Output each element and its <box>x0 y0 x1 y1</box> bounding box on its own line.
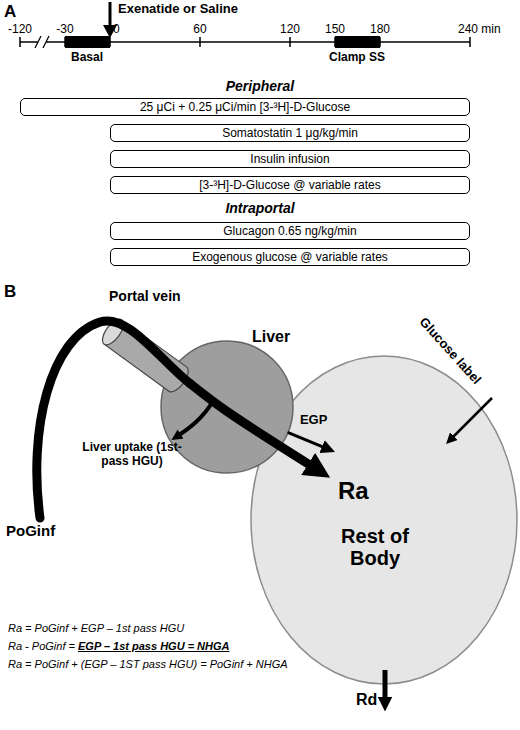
infusion-box: Insulin infusion <box>110 150 470 168</box>
time-axis <box>20 41 470 43</box>
panel-letter: B <box>4 282 16 302</box>
infusion-box: Glucagon 0.65 ng/kg/min <box>110 222 470 240</box>
disposal-label: Rd <box>356 690 377 709</box>
axis-tick <box>109 37 111 47</box>
injection-label: Exenatide or Saline <box>118 1 238 17</box>
infusion-box: [3-³H]-D-Glucose @ variable rates <box>110 176 470 194</box>
equation: Ra = PoGinf + EGP – 1st pass HGU <box>8 622 184 635</box>
equation: Ra - PoGinf = <box>8 640 75 653</box>
axis-tick <box>199 37 201 47</box>
basal-period-bar <box>65 36 110 48</box>
infusion-box: Exogenous glucose @ variable rates <box>110 248 470 266</box>
tick-label: 240 min <box>458 22 501 36</box>
axis-tick <box>469 37 471 47</box>
portal-vein-cylinder: Portal vein <box>95 310 190 385</box>
axis-tick <box>379 37 381 47</box>
period-label: Clamp SS <box>317 50 397 64</box>
infusion-box: 25 μCi + 0.25 μCi/min [3-³H]-D-Glucose <box>20 98 470 116</box>
route-heading: Peripheral <box>180 78 340 95</box>
equation: Ra = PoGinf + (EGP – 1ST pass HGU) = PoG… <box>8 658 288 671</box>
injection-arrow-shaft <box>109 2 112 27</box>
portal-glucose-flow-arrow <box>190 383 310 464</box>
panel-letter: A <box>4 2 16 22</box>
node-text: Ra <box>338 477 369 505</box>
node-text: Insulin infusion <box>250 152 329 166</box>
tick-label: 150 <box>315 22 355 36</box>
axis-tick <box>334 37 336 47</box>
edge-label: EGP <box>300 412 327 427</box>
node-text: Portal vein <box>109 288 181 304</box>
node-text: 25 μCi + 0.25 μCi/min [3-³H]-D-Glucose <box>140 100 350 114</box>
uptake-label: Liver uptake (1st-pass HGU) <box>76 440 188 469</box>
vein-opening <box>99 316 128 348</box>
axis-break-mark <box>35 36 41 48</box>
node-text: Glucagon 0.65 ng/kg/min <box>223 224 356 238</box>
tick-label: 0 <box>113 22 120 36</box>
tick-label: 120 <box>270 22 310 36</box>
route-heading: Intraportal <box>180 200 340 217</box>
equation-highlight: EGP – 1st pass HGU = NHGA <box>78 640 230 653</box>
tick-label: 60 <box>180 22 220 36</box>
node-text: Rest of Body <box>330 525 420 569</box>
portal-vein-cylinder-shape <box>95 310 190 385</box>
axis-tick <box>289 37 291 47</box>
tick-label: 180 <box>360 22 400 36</box>
node-text: Liver <box>252 328 290 346</box>
node-text: [3-³H]-D-Glucose @ variable rates <box>199 178 381 192</box>
clamp-period-bar <box>335 36 380 48</box>
body-shape <box>251 356 517 684</box>
tick-label: -30 <box>45 22 85 36</box>
tick-label: -120 <box>0 22 40 36</box>
axis-break-mark <box>43 36 49 48</box>
node-text: Somatostatin 1 μg/kg/min <box>222 126 358 140</box>
period-label: Basal <box>57 50 117 64</box>
axis-tick <box>64 37 66 47</box>
egp-arrow <box>289 433 324 448</box>
node-text: Exogenous glucose @ variable rates <box>192 250 388 264</box>
axis-break-gap <box>38 36 46 48</box>
infusion-box: Somatostatin 1 μg/kg/min <box>110 124 470 142</box>
axis-tick <box>19 37 21 47</box>
infusion-label: PoGinf <box>6 522 55 540</box>
